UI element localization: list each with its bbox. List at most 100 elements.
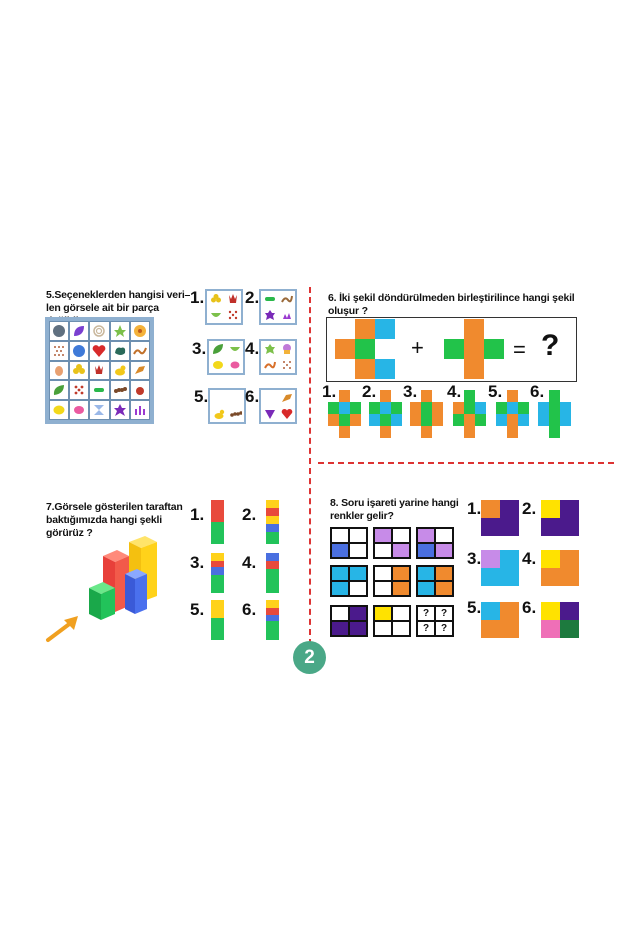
q6-option-1-shape[interactable] <box>328 390 361 438</box>
q5-title-line1: 5.Seçeneklerden hangisi veri– <box>46 289 191 301</box>
green-wing-icon <box>226 343 243 355</box>
q6-option-1-label: 1. <box>322 382 337 401</box>
q7-option-4-shape[interactable] <box>266 553 279 593</box>
q6-option-4-label: 4. <box>447 382 462 401</box>
q8-option-1-tile[interactable] <box>481 500 519 536</box>
grid-cell <box>481 620 500 638</box>
q6-option-6-shape[interactable] <box>538 390 571 438</box>
q6-option-4-shape[interactable] <box>453 390 486 438</box>
q7-option-5-label: 5. <box>190 600 205 619</box>
q7-option-3-label: 3. <box>190 553 205 572</box>
q5-option-1-tile[interactable] <box>205 289 243 325</box>
caterpillar-icon <box>227 408 244 420</box>
q5-option-2-tile[interactable] <box>259 289 297 325</box>
q6-option-3-shape[interactable] <box>410 390 443 438</box>
grid-cell <box>481 602 500 620</box>
q6-option-5-label: 5. <box>488 382 503 401</box>
q6-option-2-shape[interactable] <box>369 390 402 438</box>
q6-plus-sign: + <box>411 335 424 360</box>
grid-cell <box>417 566 435 581</box>
grid-cell <box>392 621 410 636</box>
clover-icon <box>207 293 224 305</box>
q8-option-2-tile[interactable] <box>541 500 579 536</box>
q7-block-tower-illustration <box>89 536 157 620</box>
q8-grid-r2c3 <box>416 565 454 597</box>
grid-cell <box>374 566 392 581</box>
grid-cell <box>349 543 367 558</box>
red-dots-icon <box>224 309 241 321</box>
giraffe-icon <box>278 392 295 404</box>
q8-option-5-tile[interactable] <box>481 602 519 638</box>
purple-leaf-icon <box>69 321 90 341</box>
grid-cell <box>331 566 349 581</box>
grid-cell <box>374 528 392 543</box>
q8-grid-r1c3 <box>416 527 454 559</box>
q8-option-3-tile[interactable] <box>481 550 519 586</box>
grid-cell <box>541 620 560 638</box>
q8-option-6-label: 6. <box>522 598 537 617</box>
green-star-icon <box>109 321 130 341</box>
spiral-icon <box>89 321 110 341</box>
q7-title-line1: 7.Görsele gösterilen taraftan <box>46 501 183 513</box>
q8-grid-r1c2 <box>373 527 411 559</box>
grid-cell <box>481 550 500 568</box>
q6-equation-box <box>326 317 577 382</box>
grid-cell <box>331 581 349 596</box>
green-leaf-icon <box>49 380 70 401</box>
green-pill-icon <box>261 293 278 305</box>
grid-cell <box>374 621 392 636</box>
dots-icon <box>49 340 70 361</box>
q8-grid-r3c2 <box>373 605 411 637</box>
q7-option-5-shape[interactable] <box>211 600 224 640</box>
grid-cell <box>331 606 349 621</box>
q5-option-6-tile[interactable] <box>259 388 297 424</box>
q8-title-line1: 8. Soru işareti yarine hangi <box>330 497 459 509</box>
grid-cell <box>349 566 367 581</box>
q8-option-5-label: 5. <box>467 598 482 617</box>
q7-option-6-shape[interactable] <box>266 600 279 640</box>
teal-blob-icon <box>109 340 130 361</box>
grid-cell <box>541 550 560 568</box>
q6-equals-sign: = <box>513 337 526 362</box>
q6-option-5-shape[interactable] <box>496 390 529 438</box>
grid-cell <box>481 500 500 518</box>
worm-icon <box>129 340 150 361</box>
caterpillar-icon <box>278 293 295 305</box>
q8-option-6-tile[interactable] <box>541 602 579 638</box>
grid-cell <box>560 518 579 536</box>
grid-cell <box>435 581 453 596</box>
grid-cell <box>349 581 367 596</box>
grid-cell <box>560 568 579 586</box>
q7-option-1-shape[interactable] <box>211 500 224 544</box>
purple-star-icon <box>109 400 130 420</box>
grid-cell <box>500 518 519 536</box>
grid-cell <box>560 550 579 568</box>
green-leaf-icon <box>209 343 226 355</box>
q7-option-2-shape[interactable] <box>266 500 279 544</box>
red-dots-icon <box>69 380 90 401</box>
q8-option-4-tile[interactable] <box>541 550 579 586</box>
grid-cell <box>541 500 560 518</box>
grid-cell <box>541 602 560 620</box>
q5-option-3-tile[interactable] <box>207 339 245 375</box>
grid-cell <box>435 528 453 543</box>
grid-cell <box>560 500 579 518</box>
question-cell: ? <box>435 621 453 636</box>
coral-icon <box>278 309 295 321</box>
q5-option-4-tile[interactable] <box>259 339 297 375</box>
q6-title: 6. İki şekil döndürülmeden birleştirilin… <box>328 292 598 318</box>
purple-star-icon <box>261 309 278 321</box>
pink-blob-icon <box>226 359 243 371</box>
q5-option-5-tile[interactable] <box>208 388 246 424</box>
q5-option-6-label: 6. <box>245 387 260 406</box>
grid-cell <box>560 602 579 620</box>
blue-circle-icon <box>69 340 90 361</box>
q7-option-3-shape[interactable] <box>211 553 224 593</box>
red-heart-icon <box>278 408 295 420</box>
grid-cell <box>392 606 410 621</box>
q7-title: 7.Görsele gösterilen taraftan baktığımız… <box>46 501 196 540</box>
q6-piece-b <box>444 319 504 379</box>
question-cell: ? <box>417 606 435 621</box>
q7-option-6-label: 6. <box>242 600 257 619</box>
caterpillar-icon <box>109 380 130 401</box>
